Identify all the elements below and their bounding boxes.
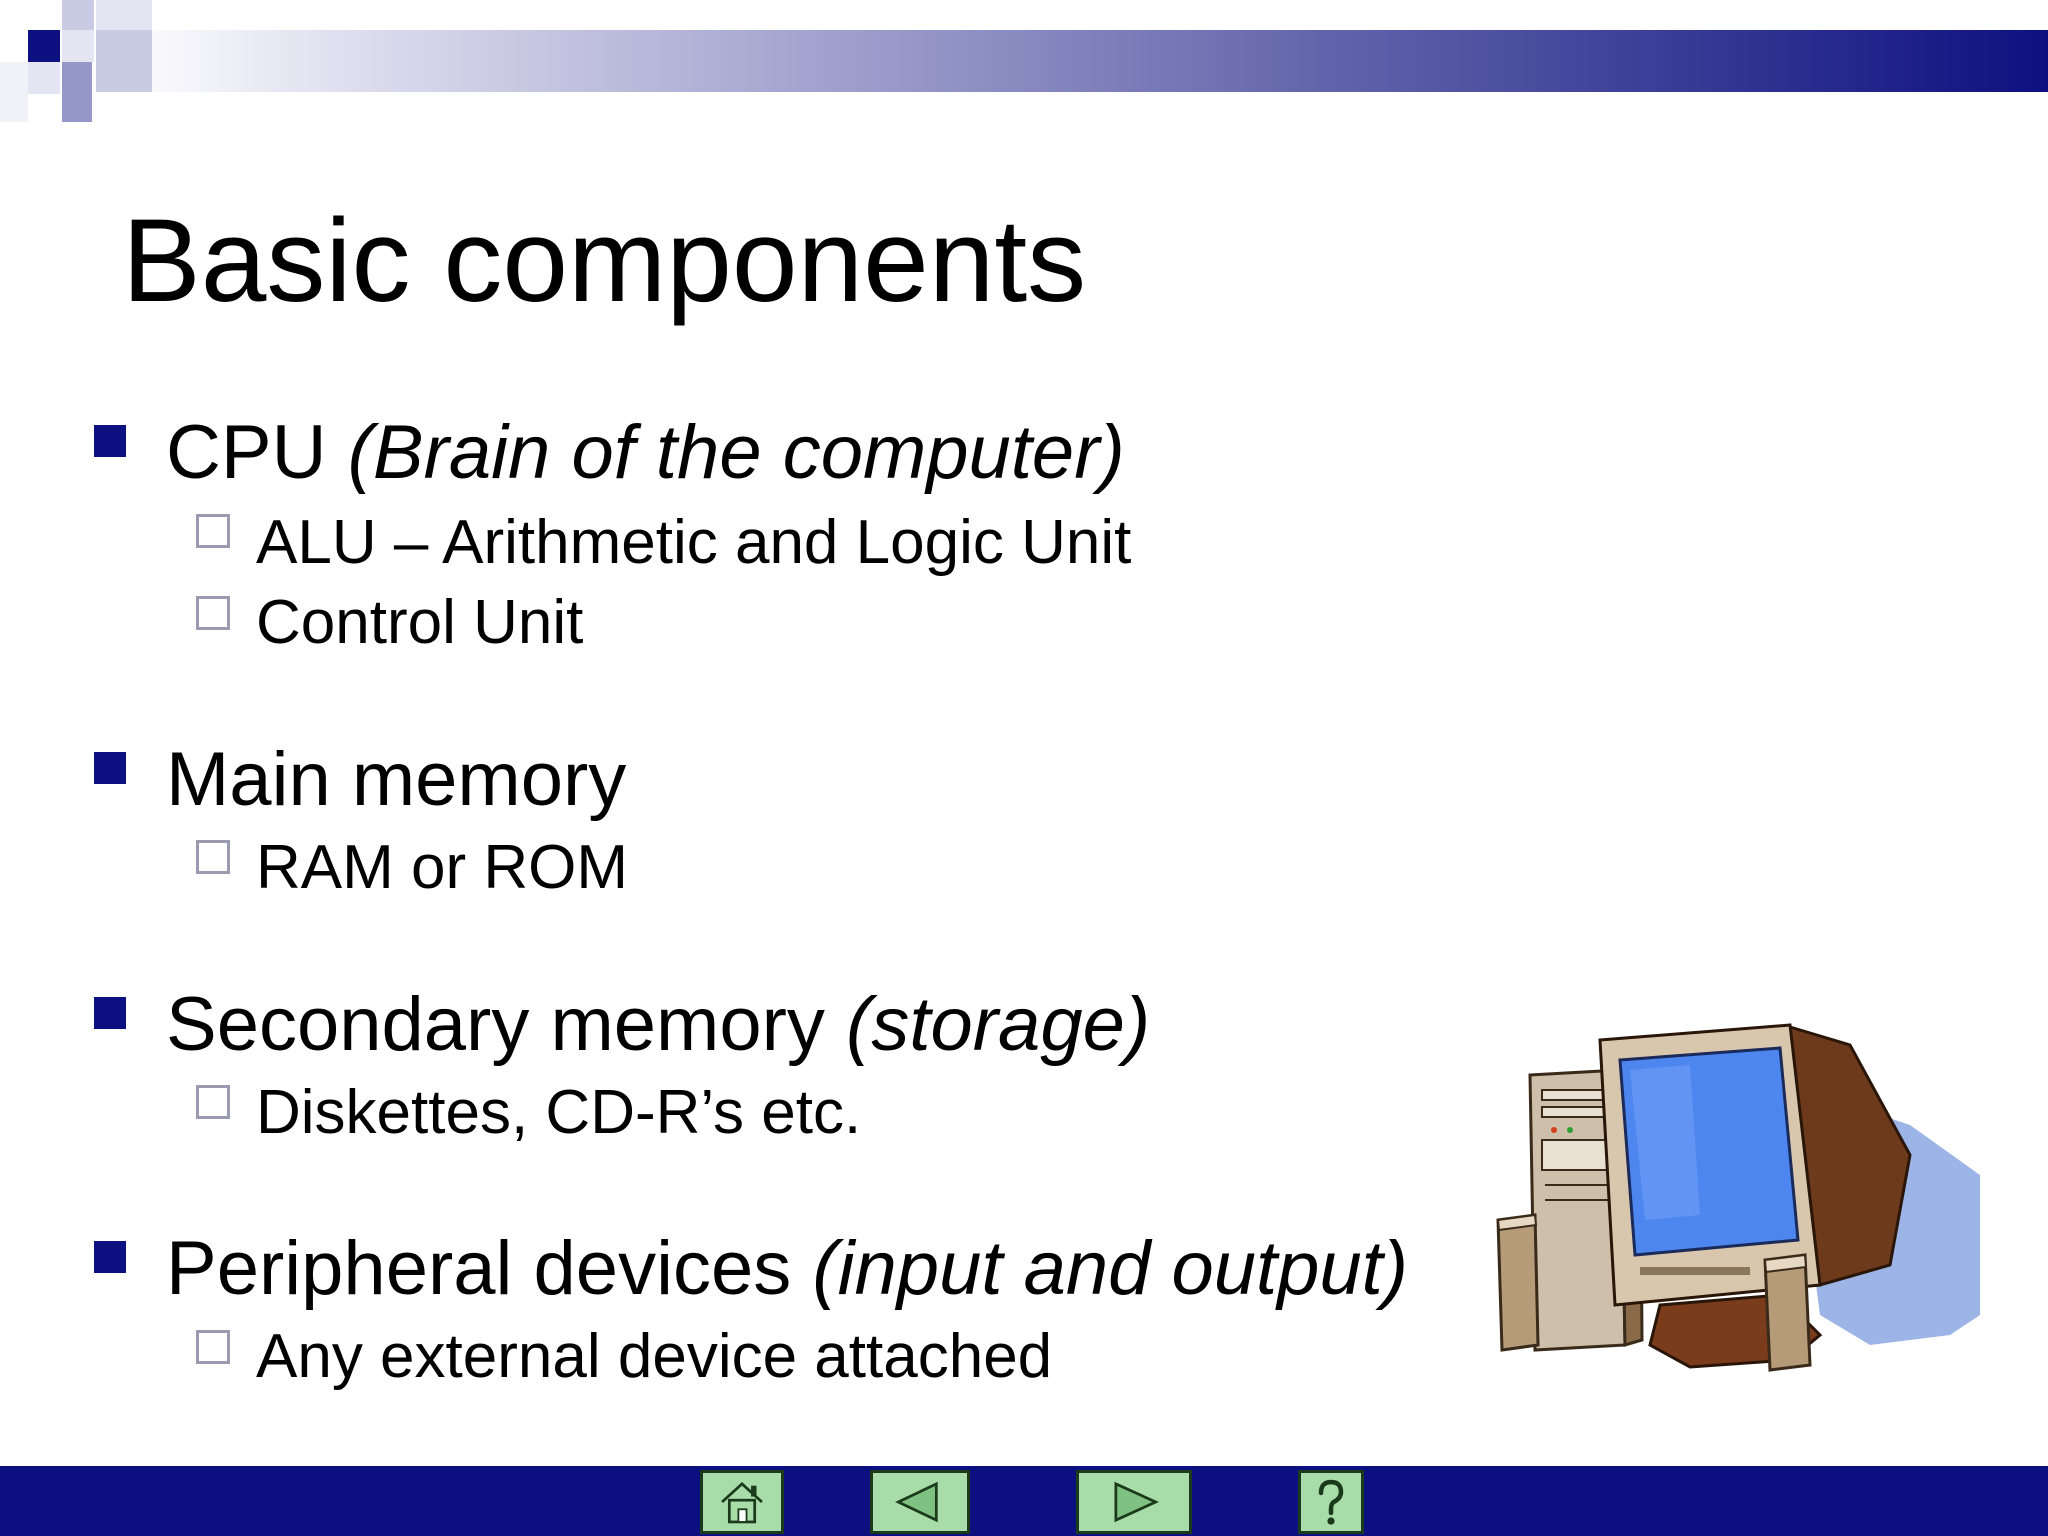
decor-square bbox=[0, 62, 28, 122]
bullet-main-text: Secondary memory bbox=[166, 982, 825, 1067]
bullet-italic-text: (storage) bbox=[846, 982, 1151, 1067]
decor-square bbox=[28, 62, 60, 94]
sub-bullet-box-icon bbox=[196, 596, 230, 630]
decor-square bbox=[28, 30, 60, 62]
decor-square bbox=[96, 30, 152, 92]
sub-bullet-text: RAM or ROM bbox=[256, 833, 628, 902]
bullet-square-icon bbox=[94, 425, 126, 457]
sub-bullet-text: Any external device attached bbox=[256, 1322, 1053, 1391]
bullet-italic-text: (input and output) bbox=[812, 1226, 1409, 1311]
home-icon bbox=[721, 1482, 763, 1524]
navigation-bar bbox=[0, 1466, 2048, 1536]
bullet-main-text: CPU bbox=[166, 410, 327, 495]
bullet-main-text: Peripheral devices bbox=[166, 1226, 792, 1311]
decor-square bbox=[96, 0, 152, 30]
bullet-text: CPU (Brain of the computer) bbox=[166, 409, 1125, 497]
computer-clipart-icon bbox=[1496, 1023, 1980, 1372]
sub-bullet-text: Control Unit bbox=[256, 588, 584, 657]
decor-square bbox=[62, 0, 94, 30]
previous-icon bbox=[895, 1481, 938, 1523]
decor-square bbox=[62, 30, 94, 62]
bullet-text: Secondary memory (storage) bbox=[166, 981, 1150, 1069]
previous-button[interactable] bbox=[870, 1470, 970, 1534]
bullet-square-icon bbox=[94, 752, 126, 784]
help-icon bbox=[1318, 1479, 1344, 1525]
sub-bullet-text: Diskettes, CD-R’s etc. bbox=[256, 1078, 862, 1147]
bullet-text: Peripheral devices (input and output) bbox=[166, 1225, 1408, 1313]
home-button[interactable] bbox=[700, 1470, 784, 1534]
help-button[interactable] bbox=[1298, 1470, 1364, 1534]
bullet-main-text: Main memory bbox=[166, 737, 627, 822]
header-gradient-band bbox=[110, 30, 2048, 92]
sub-bullet-box-icon bbox=[196, 1330, 230, 1364]
bullet-square-icon bbox=[94, 1241, 126, 1273]
sub-bullet-text: ALU – Arithmetic and Logic Unit bbox=[256, 508, 1132, 577]
bullet-italic-text: (Brain of the computer) bbox=[347, 410, 1125, 495]
sub-bullet-box-icon bbox=[196, 1085, 230, 1119]
next-icon bbox=[1114, 1481, 1160, 1523]
next-button[interactable] bbox=[1076, 1470, 1192, 1534]
decor-square bbox=[62, 62, 92, 122]
bullet-text: Main memory bbox=[166, 736, 626, 824]
slide-title: Basic components bbox=[122, 195, 1087, 327]
sub-bullet-box-icon bbox=[196, 514, 230, 548]
sub-bullet-box-icon bbox=[196, 840, 230, 874]
bullet-square-icon bbox=[94, 997, 126, 1029]
